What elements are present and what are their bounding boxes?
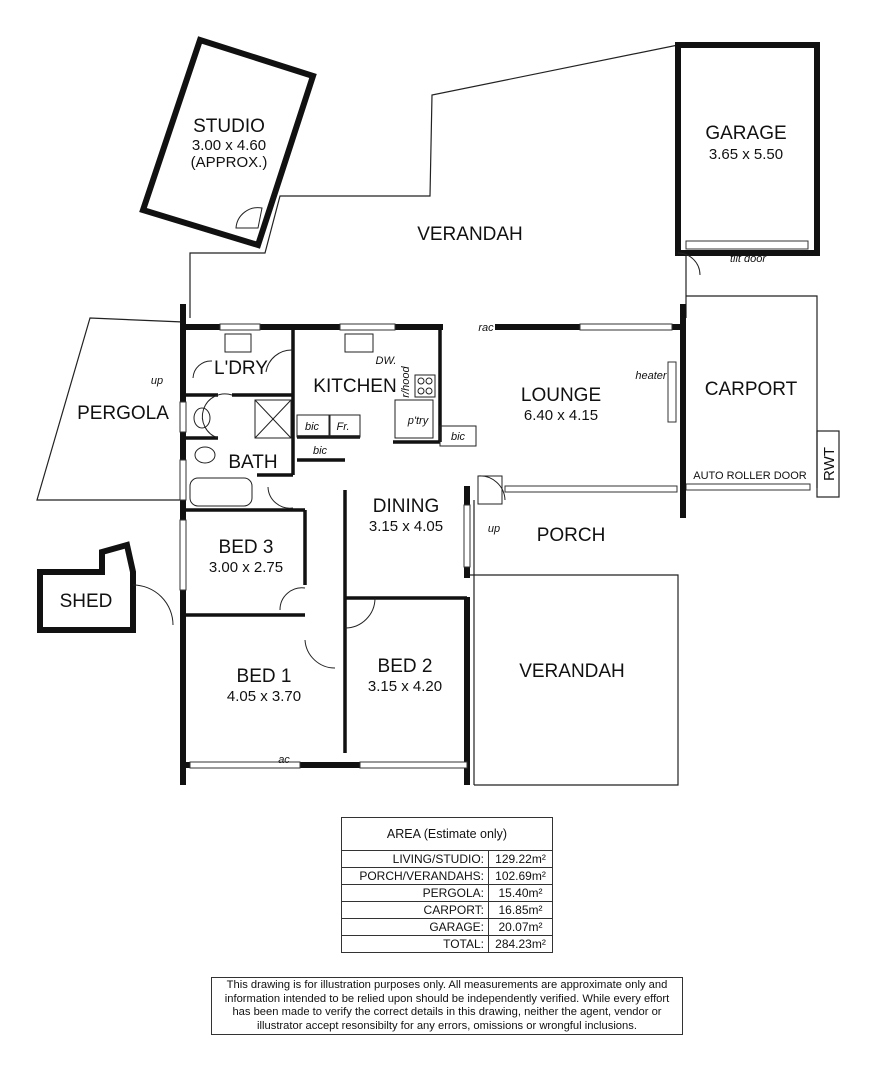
garage-door-label: tilt door bbox=[730, 253, 767, 265]
laundry-label: L'DRY bbox=[214, 358, 268, 379]
heater-label: heater bbox=[635, 370, 668, 382]
ac-label: ac bbox=[278, 754, 290, 766]
pantry-label: p'try bbox=[407, 415, 430, 427]
rwt-label: RWT bbox=[821, 447, 838, 481]
rac-label: rac bbox=[478, 322, 494, 334]
area-row: PORCH/VERANDAHS:102.69m² bbox=[341, 867, 553, 885]
bed2-size: 3.15 x 4.20 bbox=[368, 678, 442, 695]
rangehood-label: r/hood bbox=[400, 366, 412, 398]
shed-label: SHED bbox=[60, 591, 113, 612]
studio-outline bbox=[139, 36, 317, 249]
bed1-label: BED 1 bbox=[237, 666, 292, 687]
bed3-label: BED 3 bbox=[219, 537, 274, 558]
studio-size: 3.00 x 4.60 bbox=[192, 137, 266, 154]
bed1-size: 4.05 x 3.70 bbox=[227, 688, 301, 705]
verandah-bottom-label: VERANDAH bbox=[519, 661, 625, 682]
area-table: AREA (Estimate only) LIVING/STUDIO:129.2… bbox=[341, 817, 553, 953]
kitchen-label: KITCHEN bbox=[313, 376, 396, 397]
carport-door-label: AUTO ROLLER DOOR bbox=[693, 470, 807, 482]
dishwasher-label: DW. bbox=[376, 355, 397, 367]
fridge-label: Fr. bbox=[336, 421, 349, 433]
bic-label-bath: bic bbox=[313, 445, 328, 457]
dining-label: DINING bbox=[373, 496, 440, 517]
windows bbox=[179, 323, 678, 769]
verandah-top-outline bbox=[189, 44, 687, 318]
garage-outline bbox=[675, 42, 820, 276]
laundry-bath-fixtures bbox=[189, 333, 294, 509]
bic-label-lounge: bic bbox=[451, 431, 466, 443]
kitchen-fixtures bbox=[265, 333, 477, 447]
shed-outline bbox=[37, 541, 174, 633]
bath-label: BATH bbox=[228, 452, 277, 473]
area-row: CARPORT:16.85m² bbox=[341, 901, 553, 919]
garage-label: GARAGE bbox=[705, 123, 786, 144]
bic-label-kitchen: bic bbox=[305, 421, 320, 433]
up-label-porch: up bbox=[488, 523, 500, 535]
area-row: PERGOLA:15.40m² bbox=[341, 884, 553, 902]
carport-label: CARPORT bbox=[705, 379, 798, 400]
studio-note: (APPROX.) bbox=[191, 154, 268, 171]
carport-outline bbox=[685, 295, 840, 498]
area-table-title: AREA (Estimate only) bbox=[341, 817, 553, 851]
disclaimer-box: This drawing is for illustration purpose… bbox=[211, 977, 683, 1035]
dining-size: 3.15 x 4.05 bbox=[369, 518, 443, 535]
pergola-label: PERGOLA bbox=[77, 403, 169, 424]
lounge-size: 6.40 x 4.15 bbox=[524, 407, 598, 424]
verandah-top-label: VERANDAH bbox=[417, 224, 523, 245]
area-row: LIVING/STUDIO:129.22m² bbox=[341, 850, 553, 868]
door-swings bbox=[279, 475, 506, 669]
studio-label: STUDIO bbox=[193, 116, 265, 137]
lounge-label: LOUNGE bbox=[521, 385, 601, 406]
bed3-size: 3.00 x 2.75 bbox=[209, 559, 283, 576]
porch-label: PORCH bbox=[537, 525, 606, 546]
area-row: TOTAL:284.23m² bbox=[341, 935, 553, 953]
verandah-bottom-outline bbox=[467, 500, 679, 786]
up-label-laundry: up bbox=[151, 375, 163, 387]
garage-size: 3.65 x 5.50 bbox=[709, 146, 783, 163]
bed2-label: BED 2 bbox=[378, 656, 433, 677]
area-row: GARAGE:20.07m² bbox=[341, 918, 553, 936]
